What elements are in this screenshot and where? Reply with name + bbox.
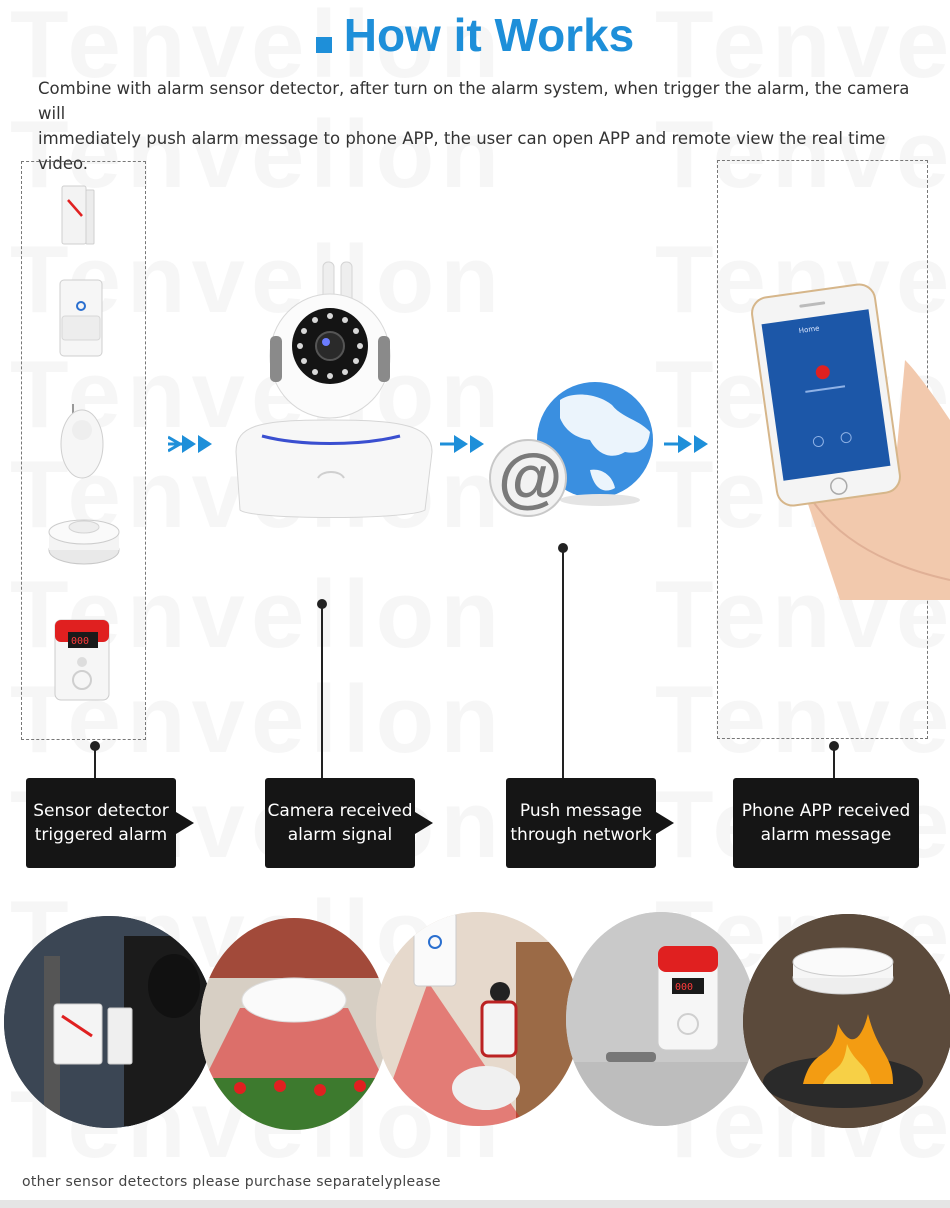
- intro-line: Combine with alarm sensor detector, afte…: [38, 79, 910, 123]
- scene-door-intruder: [4, 916, 214, 1128]
- scene-pir-thief: [376, 912, 580, 1126]
- gas-scene-icon: 000: [566, 912, 756, 1126]
- double-chevron-right-icon: [440, 435, 484, 453]
- title-square-icon: [315, 37, 332, 53]
- step-label-camera: Camera received alarm signal: [265, 778, 433, 868]
- step-label-sensor: Sensor detector triggered alarm: [26, 778, 194, 868]
- double-chevron-right-icon: [664, 435, 708, 453]
- step-label-text: Camera received: [267, 801, 413, 821]
- step-label-text: Sensor detector: [33, 801, 169, 821]
- sensor-list-box: [21, 161, 146, 740]
- scene-smoke-fire: [743, 914, 950, 1128]
- svg-text:000: 000: [675, 982, 693, 993]
- intro-line: immediately push alarm message to phone …: [38, 129, 886, 173]
- smoke-scene-icon: [743, 914, 950, 1128]
- scene-pir-garden: [200, 918, 388, 1130]
- connector-line: [562, 548, 564, 778]
- step-label-phone: Phone APP received alarm message: [733, 778, 919, 868]
- intro-text: Combine with alarm sensor detector, afte…: [38, 76, 928, 176]
- connector-line: [94, 746, 96, 778]
- pir-scene-icon: [200, 918, 388, 1130]
- step-label-text: through network: [510, 825, 652, 845]
- footer-note: other sensor detectors please purchase s…: [22, 1174, 441, 1190]
- double-chevron-right-icon: [168, 435, 212, 453]
- step-label-network: Push message through network: [506, 778, 674, 868]
- phone-app-box: [717, 160, 928, 739]
- step-label-text: Phone APP received: [741, 801, 911, 821]
- page-title: How it Works: [0, 8, 950, 62]
- step-label-text: alarm signal: [287, 825, 393, 845]
- connector-line: [833, 746, 835, 778]
- step-label-text: triggered alarm: [34, 825, 168, 845]
- door-sensor-scene-icon: [4, 916, 214, 1128]
- step-label-text: alarm message: [760, 825, 892, 845]
- step-label-text: Push message: [519, 801, 643, 821]
- thief-scene-icon: [376, 912, 580, 1126]
- scene-gas-kitchen: 000: [566, 912, 756, 1126]
- connector-line: [321, 604, 323, 778]
- bottom-band: [0, 1200, 950, 1208]
